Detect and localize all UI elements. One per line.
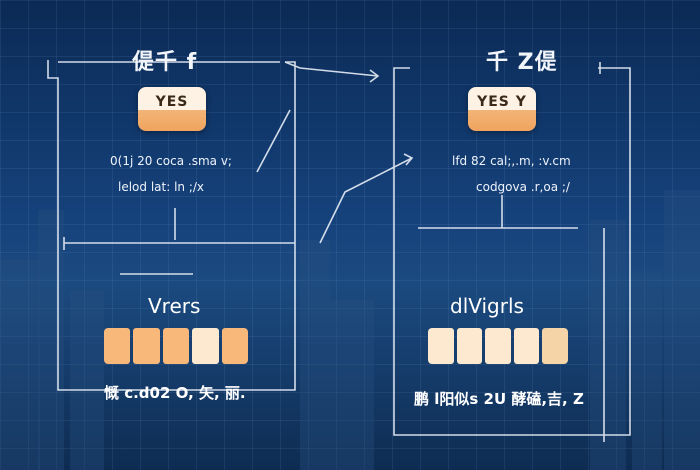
left-bar-segment xyxy=(162,328,190,364)
left-info-line-1: 0(1j 20 coca .sma v; xyxy=(110,154,232,168)
left-segment-bar xyxy=(104,328,248,364)
right-bar-segment xyxy=(428,328,454,364)
right-panel-footer: 鹏 l阳似s 2U 酵磕,吉, Z xyxy=(414,390,584,408)
left-panel-heading: 偍千 f xyxy=(132,50,198,75)
left-bar-segment xyxy=(104,328,131,364)
right-bar-segment xyxy=(542,328,568,364)
right-panel-heading: 千 Z偍 xyxy=(486,50,558,75)
left-yes-badge-label: YES xyxy=(155,94,189,110)
city-skyline xyxy=(0,170,700,470)
right-segment-bar xyxy=(428,328,568,364)
left-bar-segment xyxy=(133,328,160,364)
right-bar-segment xyxy=(456,328,483,364)
left-info-line-2: lelod lat: ln ;/x xyxy=(118,180,205,194)
left-bar-segment xyxy=(221,328,248,364)
right-info-line-1: lfd 82 cal;,.m, :v.cm xyxy=(452,154,571,168)
left-yes-badge[interactable]: YES xyxy=(138,87,206,131)
left-panel-label: Vrers xyxy=(148,294,201,318)
right-bar-segment xyxy=(513,328,540,364)
right-yes-badge-label: YES Y xyxy=(477,94,527,110)
left-panel-footer: 慨 c.d02 O, 矢, 丽. xyxy=(104,384,246,402)
right-panel-label: dlVigrls xyxy=(450,294,524,318)
right-yes-badge[interactable]: YES Y xyxy=(468,87,536,131)
right-info-line-2: codgova .r,oa ;/ xyxy=(476,180,570,194)
right-bar-segment xyxy=(485,328,511,364)
left-bar-segment xyxy=(192,328,219,364)
